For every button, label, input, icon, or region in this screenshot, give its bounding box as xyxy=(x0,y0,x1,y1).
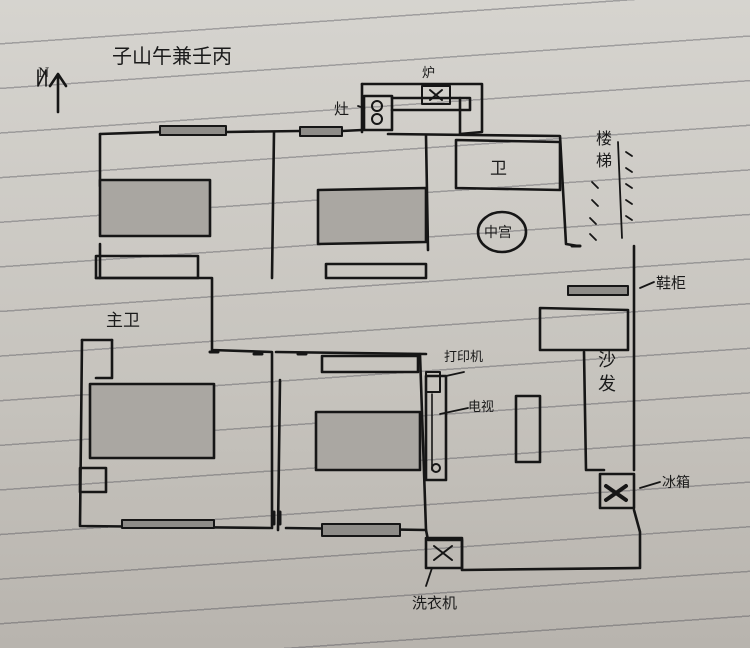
bedroom-north xyxy=(316,186,428,280)
label-stairs: 楼梯 xyxy=(593,130,612,174)
exterior-walls xyxy=(78,82,642,572)
label-fridge: 冰箱 xyxy=(662,475,690,491)
washer-box xyxy=(424,536,464,570)
label-shoe-cabinet: 鞋柜 xyxy=(656,274,687,292)
label-range: 灶 xyxy=(334,100,350,118)
label-washer: 洗衣机 xyxy=(412,594,458,612)
label-master-bath: 主卫 xyxy=(106,311,140,331)
kitchen xyxy=(362,85,472,136)
windows xyxy=(121,125,629,537)
bedroom-southwest xyxy=(78,382,216,494)
north-arrow-icon xyxy=(37,69,68,114)
north-label: N xyxy=(38,66,50,81)
leader-lines xyxy=(357,105,661,587)
plan-title: 子山午兼壬丙 xyxy=(112,44,232,68)
bedroom-northwest xyxy=(98,178,212,238)
label-bathroom: 卫 xyxy=(490,159,507,179)
fridge-box xyxy=(598,472,636,510)
label-tv: 电视 xyxy=(468,400,495,415)
stairs xyxy=(589,141,633,241)
label-center: 中宫 xyxy=(484,225,512,241)
wall-ticks xyxy=(208,244,582,526)
label-stove: 炉 xyxy=(422,66,436,81)
bathroom-north xyxy=(454,138,562,192)
living-room xyxy=(314,354,542,482)
label-sofa: 沙发 xyxy=(595,350,616,398)
master-bathroom xyxy=(94,254,200,380)
label-printer: 打印机 xyxy=(444,350,484,365)
center-marker xyxy=(476,210,528,254)
